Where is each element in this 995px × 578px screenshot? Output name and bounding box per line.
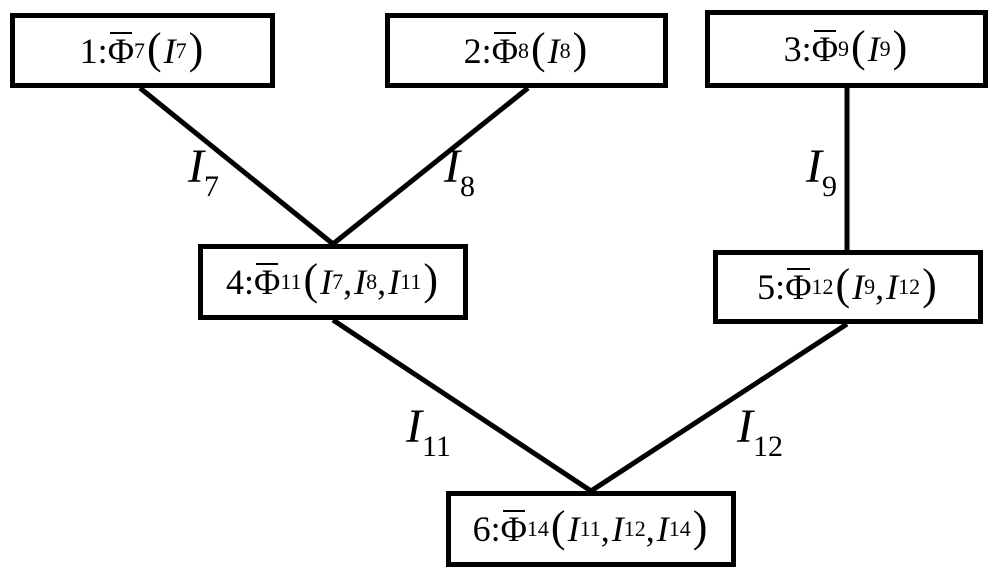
arg-var: I [320,262,333,302]
colon: : [481,30,492,71]
phi-symbol: Φ [107,30,135,71]
colon: : [490,509,501,549]
colon: : [97,30,108,71]
open-paren: ( [147,23,162,73]
edge-label-subscript: 12 [752,430,783,463]
arg-subscript: 11 [400,269,422,294]
arg-var: I [852,267,865,307]
edge-1-4 [138,86,335,246]
phi-symbol: Φ [500,509,527,549]
phi-subscript: 11 [280,269,302,294]
open-paren: ( [851,22,866,71]
arg-subscript: 12 [623,516,646,541]
edge-label-var: I [188,140,204,193]
open-paren: ( [550,502,566,551]
close-paren: ) [572,23,588,73]
phi-symbol: Φ [491,30,519,71]
arg-subscript: 7 [332,269,344,294]
colon: : [801,29,812,69]
comma: , [600,509,610,549]
arg-var: I [388,262,401,302]
node-number: 6 [472,509,491,549]
colon: : [775,267,786,307]
edge-label-5-6: I12 [737,403,783,462]
edge-label-var: I [406,400,422,453]
node-number: 3 [783,29,802,69]
close-paren: ) [188,23,204,73]
phi-symbol: Φ [811,29,839,69]
edge-2-4 [331,86,530,246]
arg-subscript: 9 [879,36,891,61]
phi-symbol: Φ [254,262,281,302]
edge-label-2-4: I8 [444,143,475,202]
open-paren: ( [531,23,546,73]
arg-var: I [547,30,560,71]
comma: , [645,509,655,549]
arg-var: I [656,509,669,549]
phi-subscript: 12 [811,274,834,299]
phi-subscript: 8 [518,37,530,63]
arg-subscript: 12 [898,274,921,299]
arg-var: I [611,509,624,549]
arg-subscript: 8 [366,269,378,294]
arg-subscript: 9 [864,274,876,299]
edge-label-subscript: 8 [459,170,475,203]
comma: , [343,262,353,302]
comma: , [875,267,885,307]
edge-label-1-4: I7 [188,143,219,202]
close-paren: ) [922,260,937,309]
phi-subscript: 7 [134,37,146,63]
phi-subscript: 9 [838,36,850,61]
open-paren: ( [835,260,851,309]
edge-label-subscript: 7 [203,170,219,203]
colon: : [243,262,254,302]
edge-label-var: I [737,400,753,453]
arg-var: I [354,262,367,302]
arg-var: I [163,30,176,71]
close-paren: ) [892,22,908,71]
edge-label-subscript: 11 [421,430,451,463]
edge-label-subscript: 9 [821,170,837,203]
edge-5-6 [589,321,849,494]
arg-var: I [867,29,880,69]
arg-subscript: 7 [175,37,187,63]
arg-var: I [567,509,580,549]
edge-4-6 [331,317,593,494]
node-number: 2 [463,30,482,71]
phi-symbol: Φ [785,267,812,307]
node-number: 1 [79,30,98,71]
arg-subscript: 11 [579,516,601,541]
arg-subscript: 8 [559,37,571,63]
node-number: 4 [225,262,244,302]
arg-var: I [886,267,899,307]
close-paren: ) [423,255,439,304]
edge-label-3-5: I9 [806,143,837,202]
arg-subscript: 14 [668,516,691,541]
phi-subscript: 14 [526,516,549,541]
edge-label-var: I [806,140,822,193]
edge-label-var: I [444,140,460,193]
node-number: 5 [757,267,776,307]
edge-label-4-6: I11 [406,403,451,462]
close-paren: ) [692,502,708,551]
open-paren: ( [303,255,319,304]
comma: , [377,262,387,302]
